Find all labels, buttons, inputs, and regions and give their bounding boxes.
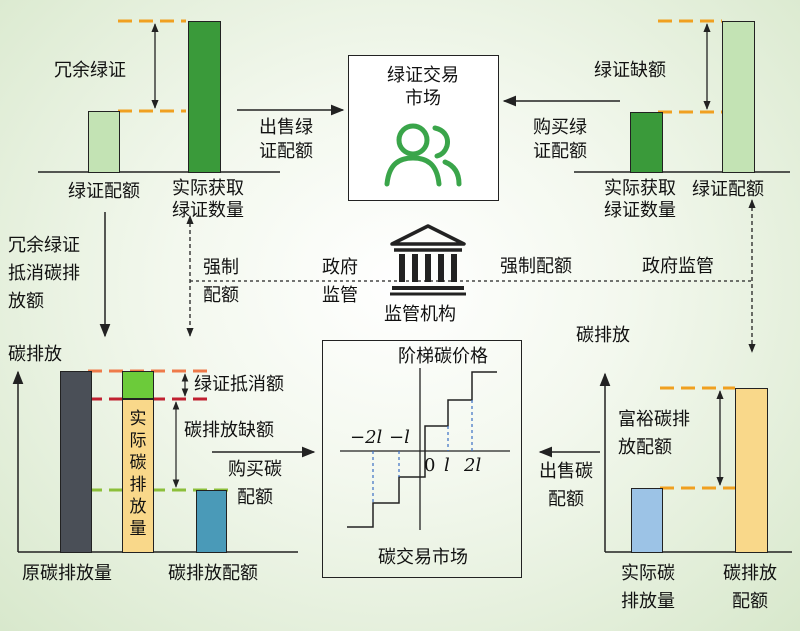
mandatory-left-label: 强制 配额 [203, 254, 239, 310]
tl-redundant-label: 冗余绿证 [54, 60, 126, 81]
bl-y-label: 碳排放 [8, 344, 62, 365]
offset-label: 冗余绿证 抵消碳排 放额 [8, 232, 80, 316]
tr-quota-label: 绿证配额 [692, 179, 764, 200]
sell-gc-label-l1: 出售绿 [259, 117, 313, 138]
cm-tick-2l: 2l [464, 455, 482, 476]
buy-gc-label: 购买绿 证配额 [516, 116, 604, 164]
bl-actual-vertical-char: 际 [129, 431, 147, 451]
gc-market-box: 绿证交易 市场 [348, 55, 499, 201]
buy-carbon-l2: 配额 [237, 487, 273, 508]
sell-gc-label-l2: 证配额 [259, 141, 313, 162]
bl-original-bar [60, 371, 92, 553]
bl-actual-vertical-char: 碳 [129, 453, 147, 473]
buy-gc-label-l1: 购买绿 [533, 117, 587, 138]
sell-carbon-l2: 配额 [548, 489, 584, 510]
cm-step-curve [347, 371, 497, 528]
tl-actual-label-l1: 实际获取 [172, 178, 244, 199]
mandatory-right-label: 强制配额 [500, 256, 572, 277]
bl-actual-vertical-char: 实 [129, 409, 147, 429]
bl-actual-bar [122, 399, 154, 553]
tr-actual-label: 实际获取 绿证数量 [594, 178, 686, 222]
buy-carbon-l1: 购买碳 [228, 459, 282, 480]
bl-actual-vertical-label: 实际碳排放量 [128, 408, 148, 540]
mandatory-left-l2: 配额 [203, 285, 239, 306]
br-actual-label: 实际碳 排放量 [608, 560, 688, 616]
bl-actual-vertical-char: 排 [129, 475, 147, 495]
sell-carbon-label: 出售碳 配额 [528, 458, 604, 514]
bl-offset-label: 绿证抵消额 [194, 374, 284, 395]
bl-deficit-label: 碳排放缺额 [184, 420, 274, 441]
tr-quota-bar [722, 21, 755, 173]
br-quota-l1: 碳排放 [723, 563, 777, 584]
sell-gc-label: 出售绿 证配额 [242, 116, 330, 164]
cm-title: 阶梯碳价格 [398, 346, 488, 367]
tl-actual-label-l2: 绿证数量 [172, 200, 244, 221]
cm-label: 碳交易市场 [378, 547, 468, 568]
tr-actual-bar [630, 112, 663, 173]
bl-offset-bar [122, 371, 154, 399]
cm-tick-l: l [444, 455, 450, 476]
cm-tick-0: 0 [424, 455, 436, 476]
cm-tick-neg2l: −2l [350, 427, 383, 448]
br-quota-l2: 配额 [732, 591, 768, 612]
gc-market-title-l2: 市场 [405, 88, 441, 109]
gov-left-l2: 监管 [322, 285, 358, 306]
government-building-icon [390, 224, 466, 296]
tl-actual-bar [188, 21, 221, 173]
gov-right-label: 政府监管 [642, 256, 714, 277]
br-quota-label: 碳排放 配额 [710, 560, 790, 616]
tr-actual-label-l1: 实际获取 [604, 178, 676, 199]
br-actual-l1: 实际碳 [621, 563, 675, 584]
regulator-label: 监管机构 [384, 304, 456, 325]
br-actual-l2: 排放量 [621, 591, 675, 612]
tl-quota-label: 绿证配额 [68, 181, 140, 202]
buy-carbon-label: 购买碳 配额 [210, 456, 300, 512]
offset-label-l3: 放额 [8, 291, 44, 312]
bl-quota-label: 碳排放配额 [168, 563, 258, 584]
gov-left-l1: 政府 [322, 257, 358, 278]
bl-quota-bar [196, 490, 227, 553]
bl-original-label: 原碳排放量 [22, 563, 112, 584]
br-quota-bar [735, 388, 768, 553]
bl-actual-vertical-char: 量 [129, 519, 147, 539]
br-surplus-l2: 放配额 [618, 437, 672, 458]
mandatory-left-l1: 强制 [203, 257, 239, 278]
br-actual-bar [631, 488, 663, 553]
gc-market-title-l1: 绿证交易 [387, 65, 459, 86]
tl-quota-bar [88, 111, 120, 173]
br-surplus-l1: 富裕碳排 [618, 409, 690, 430]
br-surplus-label: 富裕碳排 放配额 [618, 406, 690, 462]
cm-tick-negl: −l [389, 427, 410, 448]
carbon-market-box [322, 340, 522, 578]
sell-carbon-l1: 出售碳 [539, 461, 593, 482]
offset-label-l2: 抵消碳排 [8, 263, 80, 284]
users-icon [384, 123, 462, 187]
tr-shortfall-label: 绿证缺额 [594, 60, 666, 81]
bl-actual-vertical-char: 放 [129, 497, 147, 517]
br-y-label: 碳排放 [576, 325, 630, 346]
gc-market-title: 绿证交易 市场 [349, 64, 497, 110]
tl-actual-label: 实际获取 绿证数量 [162, 178, 254, 222]
buy-gc-label-l2: 证配额 [533, 141, 587, 162]
offset-label-l1: 冗余绿证 [8, 235, 80, 256]
gov-left-label: 政府 监管 [322, 254, 358, 310]
tr-actual-label-l2: 绿证数量 [604, 200, 676, 221]
